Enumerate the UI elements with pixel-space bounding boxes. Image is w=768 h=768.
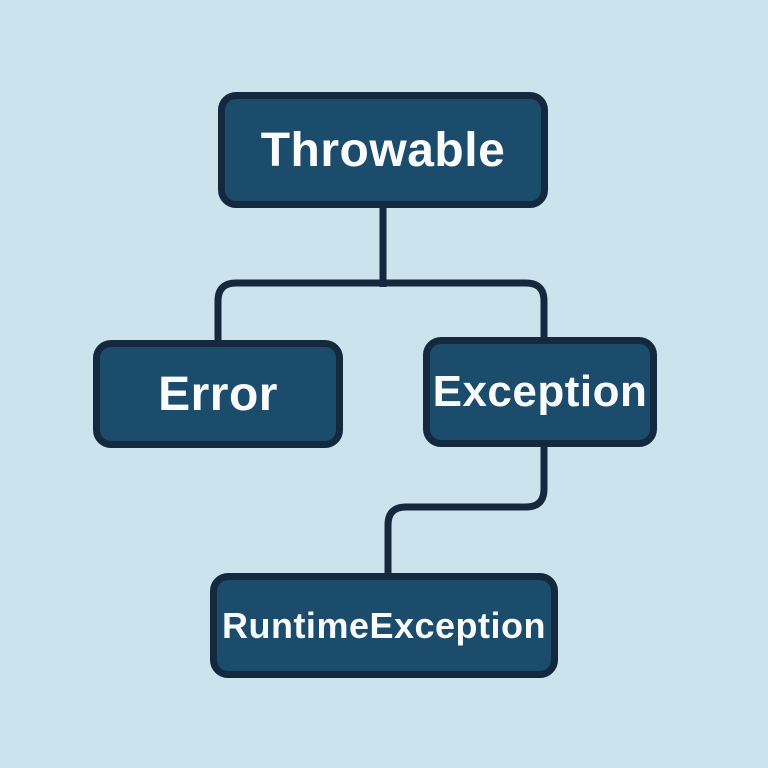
node-throwable-label: Throwable xyxy=(260,123,506,177)
node-exception: Exception xyxy=(423,337,657,447)
node-exception-label: Exception xyxy=(432,367,648,416)
node-error-label: Error xyxy=(158,367,278,421)
node-runtime-exception-label: RuntimeException xyxy=(221,604,547,646)
edge-exception-runtime-exception xyxy=(384,443,548,575)
node-runtime-exception: RuntimeException xyxy=(210,573,558,678)
node-throwable: Throwable xyxy=(218,92,548,208)
edge-throwable-error xyxy=(214,279,548,342)
node-error: Error xyxy=(93,340,343,448)
